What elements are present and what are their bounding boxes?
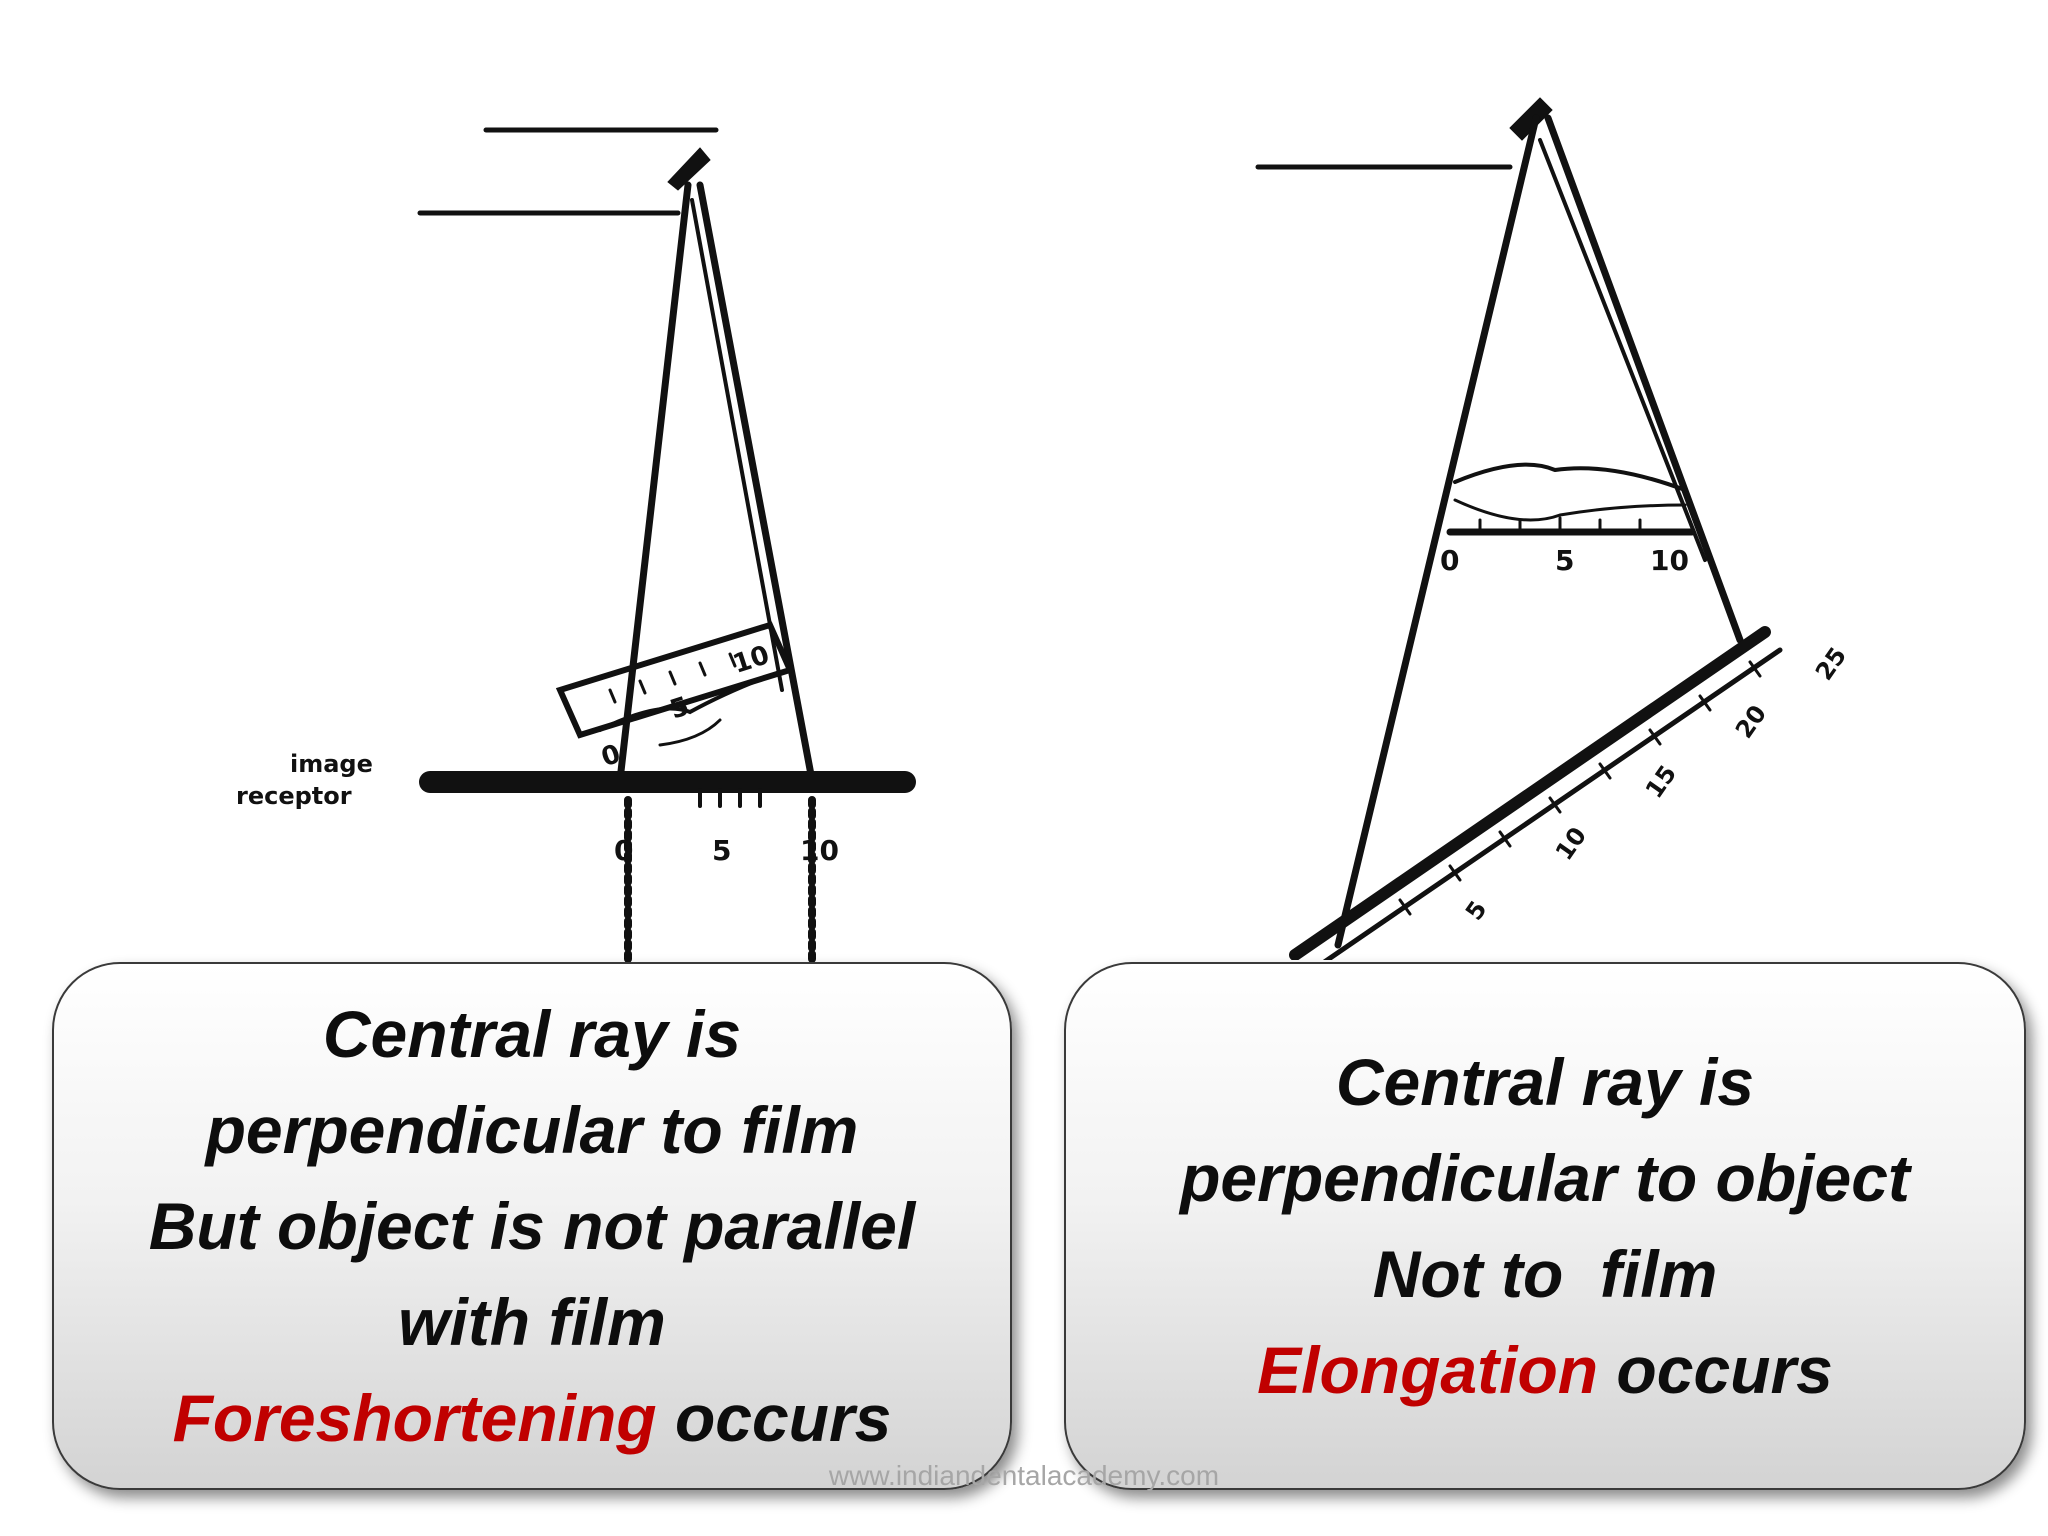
object-tick-label: 10 <box>1650 544 1689 577</box>
beam-line-inner <box>690 198 784 692</box>
object-tick-label: 5 <box>1555 544 1574 577</box>
caption-panel-foreshortening: Central ray is perpendicular to film But… <box>52 962 1012 1490</box>
film-tick-label: 0 <box>614 834 633 867</box>
object-ruler <box>1446 462 1696 536</box>
caption-conclusion: Foreshortening occurs <box>149 1370 915 1466</box>
beam-line-right <box>696 181 816 784</box>
conclusion-tail: occurs <box>656 1381 892 1455</box>
tilted-film-bar <box>1289 626 1771 960</box>
caption-line: But object is not parallel <box>148 1189 916 1263</box>
film-tick-label: 5 <box>1460 896 1493 926</box>
beam-line-left <box>1334 114 1540 949</box>
caption-line: with film <box>398 1285 666 1359</box>
object-tick-label: 10 <box>729 640 773 680</box>
film-tick-label: 5 <box>712 834 731 867</box>
film-ruler-edge <box>1322 647 1783 960</box>
caption-line: perpendicular to film <box>205 1093 859 1167</box>
tilted-object-ruler <box>555 621 795 747</box>
film-tick-label: 10 <box>800 834 839 867</box>
film-tick-label: 15 <box>1640 760 1682 803</box>
elongation-diagram: 0 5 10 5 10 15 20 25 <box>1255 97 1852 960</box>
caption-conclusion: Elongation occurs <box>1180 1322 1910 1418</box>
object-tick-label: 0 <box>1440 544 1459 577</box>
film-tick-label: 20 <box>1730 700 1772 743</box>
receptor-label-line2: receptor <box>236 782 352 810</box>
foreshortening-diagram: 0 5 10 image receptor 0 5 10 <box>236 127 916 969</box>
caption-line: Not to film <box>1372 1237 1718 1311</box>
object-tick-label: 5 <box>666 691 692 725</box>
caption-text: Central ray is perpendicular to film But… <box>149 986 915 1466</box>
xray-source <box>667 147 711 191</box>
caption-line: Central ray is <box>1335 1045 1755 1119</box>
highlight-term: Elongation <box>1257 1333 1599 1407</box>
caption-line: Central ray is <box>322 997 742 1071</box>
beam-line-inner <box>1538 138 1707 562</box>
beam-line-left <box>616 181 692 784</box>
object-tick-label: 0 <box>598 739 624 773</box>
film-tick-label: 10 <box>1550 822 1592 865</box>
receptor-label-line1: image <box>290 750 373 778</box>
film-tick-label: 25 <box>1810 642 1852 685</box>
caption-text: Central ray is perpendicular to object N… <box>1180 1034 1910 1418</box>
film-ruler-ticks <box>1398 660 1762 916</box>
caption-line: perpendicular to object <box>1180 1141 1910 1215</box>
xray-source <box>1509 97 1553 141</box>
watermark: www.indiandentalacademy.com <box>828 1460 1220 1491</box>
caption-panel-elongation: Central ray is perpendicular to object N… <box>1064 962 2026 1490</box>
conclusion-tail: occurs <box>1598 1333 1833 1407</box>
highlight-term: Foreshortening <box>172 1381 657 1455</box>
beam-line-right <box>1544 114 1744 644</box>
